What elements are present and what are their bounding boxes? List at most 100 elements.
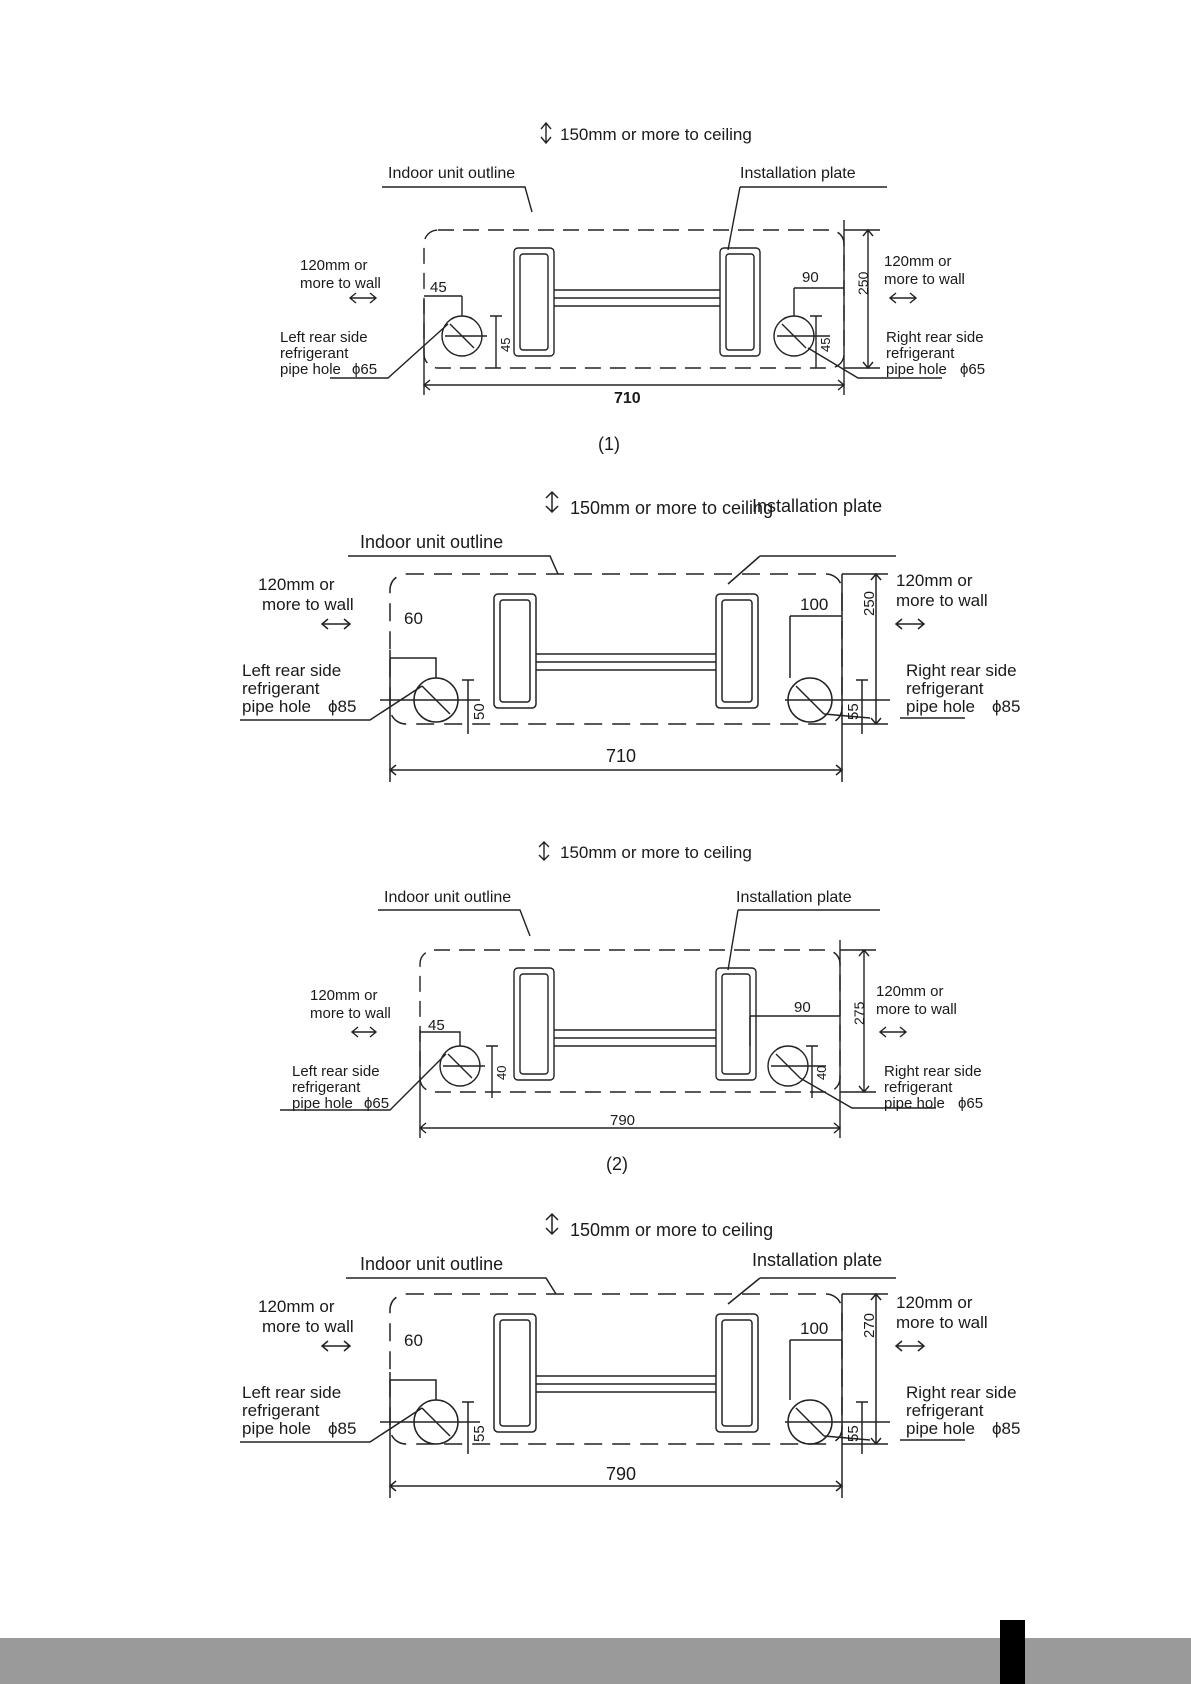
ceiling-label: 150mm or more to ceiling xyxy=(570,1220,773,1240)
left-hole-line2: refrigerant xyxy=(242,1401,320,1420)
plate-left xyxy=(493,1313,537,1433)
wall-arrow-left-icon xyxy=(348,292,378,304)
wall-right-line1: 120mm or xyxy=(896,571,973,590)
left-offset-dim: 45 xyxy=(430,279,447,296)
wall-arrow-right-icon xyxy=(894,1340,926,1352)
right-offset-dim: 90 xyxy=(802,269,819,286)
height-dim: 250 xyxy=(861,591,878,616)
left-hole-line1: Left rear side xyxy=(242,1383,341,1402)
plate-label: Installation plate xyxy=(736,889,852,906)
plate-label: Installation plate xyxy=(740,165,856,182)
wall-arrow-left-icon xyxy=(350,1026,378,1038)
ceiling-arrow-icon xyxy=(540,121,552,145)
outline-label: Indoor unit outline xyxy=(360,532,503,552)
width-dim: 710 xyxy=(606,746,636,766)
ceiling-arrow-icon xyxy=(545,490,559,514)
outline-label: Indoor unit outline xyxy=(384,889,511,906)
left-hole-line2: refrigerant xyxy=(280,345,349,362)
ceiling-label: 150mm or more to ceiling xyxy=(570,498,773,518)
right-hole-dia: ϕ65 xyxy=(960,361,985,378)
diagram-3: 150mm or more to ceiling Indoor unit out… xyxy=(280,841,983,1174)
wall-left-line2: more to wall xyxy=(310,1005,391,1022)
right-hole-line2: refrigerant xyxy=(906,679,984,698)
wall-right-line1: 120mm or xyxy=(876,983,944,1000)
left-v-dim: 55 xyxy=(471,1425,488,1442)
wall-arrow-right-icon xyxy=(894,618,926,630)
plate-right xyxy=(719,247,761,357)
left-hole-line3: pipe hole xyxy=(242,1419,311,1438)
right-hole-line1: Right rear side xyxy=(906,1383,1017,1402)
height-dim: 275 xyxy=(851,1001,867,1025)
ceiling-arrow-icon xyxy=(538,841,550,861)
unit-outline xyxy=(389,573,843,725)
unit-outline xyxy=(419,949,841,1093)
wall-left-line1: 120mm or xyxy=(310,987,378,1004)
right-offset-dim: 100 xyxy=(800,595,828,614)
wall-arrow-right-icon xyxy=(888,292,918,304)
left-hole-dia: ϕ85 xyxy=(328,697,356,716)
right-hole-dia: ϕ85 xyxy=(992,1419,1020,1438)
right-hole-dia: ϕ85 xyxy=(992,697,1020,716)
wall-arrow-left-icon xyxy=(320,618,352,630)
right-hole-dia: ϕ65 xyxy=(958,1095,983,1112)
right-hole-line1: Right rear side xyxy=(886,329,984,346)
right-hole-line2: refrigerant xyxy=(884,1079,953,1096)
left-hole-dia: ϕ85 xyxy=(328,1419,356,1438)
wall-left-line1: 120mm or xyxy=(258,575,335,594)
left-v-dim: 40 xyxy=(494,1066,509,1080)
plate-right xyxy=(715,1313,759,1433)
right-v-dim: 55 xyxy=(845,1425,862,1442)
unit-outline xyxy=(423,229,845,369)
ceiling-arrow-icon xyxy=(545,1212,559,1236)
plate-left xyxy=(493,593,537,709)
wall-arrow-right-icon xyxy=(878,1026,908,1038)
plate-left xyxy=(513,247,555,357)
left-v-dim: 50 xyxy=(471,703,488,720)
ceiling-label: 150mm or more to ceiling xyxy=(560,843,752,862)
right-hole-line3: pipe hole xyxy=(884,1095,945,1112)
wall-right-line1: 120mm or xyxy=(884,253,952,270)
plate-right xyxy=(715,967,757,1081)
ceiling-label: 150mm or more to ceiling xyxy=(560,125,752,144)
footer-bar xyxy=(0,1638,1191,1684)
right-hole-line3: pipe hole xyxy=(906,697,975,716)
left-hole-line2: refrigerant xyxy=(292,1079,361,1096)
left-hole-line2: refrigerant xyxy=(242,679,320,698)
wall-arrow-left-icon xyxy=(320,1340,352,1352)
diagram-1: 150mm or more to ceiling Indoor unit out… xyxy=(280,121,985,454)
wall-left-line2: more to wall xyxy=(262,595,354,614)
footer-tab-marker xyxy=(1000,1620,1025,1684)
left-hole-line3: pipe hole xyxy=(280,361,341,378)
width-dim: 790 xyxy=(610,1112,635,1129)
width-dim: 790 xyxy=(606,1464,636,1484)
wall-right-line2: more to wall xyxy=(884,271,965,288)
wall-left-line1: 120mm or xyxy=(300,257,368,274)
left-offset-dim: 45 xyxy=(428,1017,445,1034)
right-v-dim: 55 xyxy=(845,703,862,720)
wall-right-line2: more to wall xyxy=(876,1001,957,1018)
wall-left-line2: more to wall xyxy=(300,275,381,292)
right-v-dim: 40 xyxy=(814,1066,829,1080)
plate-label: Installation plate xyxy=(752,1250,882,1270)
height-dim: 270 xyxy=(861,1313,878,1338)
left-hole-line1: Left rear side xyxy=(280,329,368,346)
wall-right-line2: more to wall xyxy=(896,591,988,610)
width-dim: 710 xyxy=(614,390,641,407)
wall-right-line2: more to wall xyxy=(896,1313,988,1332)
right-hole-line3: pipe hole xyxy=(906,1419,975,1438)
left-hole-line3: pipe hole xyxy=(292,1095,353,1112)
right-hole-line1: Right rear side xyxy=(884,1063,982,1080)
right-hole-line2: refrigerant xyxy=(906,1401,984,1420)
right-hole-line3: pipe hole xyxy=(886,361,947,378)
plate-right xyxy=(715,593,759,709)
left-hole-line1: Left rear side xyxy=(292,1063,380,1080)
diagram-caption: (1) xyxy=(598,434,620,454)
diagram-caption: (2) xyxy=(606,1154,628,1174)
left-hole-dia: ϕ65 xyxy=(364,1095,389,1112)
left-offset-dim: 60 xyxy=(404,609,423,628)
plate-left xyxy=(513,967,555,1081)
left-offset-dim: 60 xyxy=(404,1331,423,1350)
unit-outline xyxy=(389,1293,843,1445)
wall-right-line1: 120mm or xyxy=(896,1293,973,1312)
